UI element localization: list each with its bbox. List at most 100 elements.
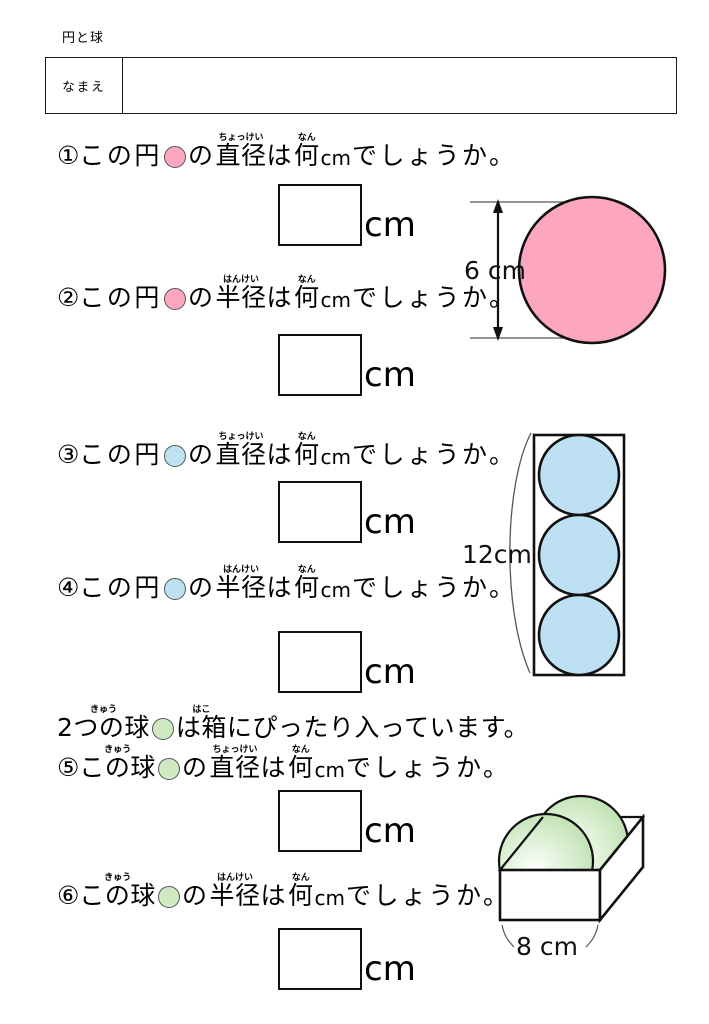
question-3-term-text: 直径 [215, 440, 267, 469]
answer-2-unit: cm [364, 355, 416, 395]
answer-5-unit: cm [364, 811, 416, 851]
question-5-what-ruby: なん [287, 745, 314, 755]
name-label: なまえ [62, 79, 106, 94]
question-6-what: 何なん [287, 873, 314, 910]
answer-2[interactable]: cm [278, 334, 416, 396]
statement-tail: にぴったり入っています。 [226, 713, 530, 742]
box-side-face [598, 813, 645, 924]
question-2-particle: の [187, 283, 216, 312]
question-1-what-ruby: なん [293, 133, 320, 143]
question-4-what-ruby: なん [293, 565, 320, 575]
green-box-dimension-label: 8 cm [516, 932, 578, 961]
question-6-unit: cm [314, 886, 345, 910]
question-1-number: ① [57, 141, 80, 170]
answer-4[interactable]: cm [278, 631, 416, 693]
blue-circle-icon [163, 578, 186, 600]
question-5-particle: の [181, 753, 210, 782]
question-1-suffix: でしょうか。 [351, 141, 517, 170]
question-1-what-text: 何 [293, 141, 320, 170]
pink-circle-dimension-label: 6 cm [464, 256, 526, 285]
question-4-what: 何なん [293, 565, 320, 601]
statement-mid-ruby: はこ [175, 705, 227, 715]
statement-lead: 2つの球きゅう [57, 705, 150, 741]
question-3-number: ③ [57, 440, 80, 469]
question-5-suffix: でしょうか。 [345, 753, 511, 782]
answer-4-box[interactable] [278, 631, 362, 693]
question-3-what-text: 何 [293, 440, 320, 469]
question-6-number: ⑥ [57, 881, 80, 910]
green-circle-icon [157, 758, 180, 780]
answer-6-box[interactable] [278, 928, 362, 990]
question-6-prefix: この球きゅう [79, 873, 156, 910]
question-4-suffix: でしょうか。 [351, 573, 517, 602]
answer-1[interactable]: cm [278, 184, 416, 246]
question-5-term-text: 直径 [209, 753, 261, 782]
statement-mid-text: は箱 [175, 713, 227, 742]
pink-circle-icon [163, 288, 186, 310]
question-3-what: 何なん [293, 432, 320, 469]
answer-3-box[interactable] [278, 481, 362, 543]
question-4-unit: cm [320, 578, 351, 602]
question-2-what: 何なん [293, 275, 320, 311]
question-6-what-ruby: なん [287, 873, 314, 883]
question-5-number: ⑤ [57, 753, 80, 782]
question-4-term-ruby: はんけい [215, 565, 267, 575]
question-6-mid: は [260, 881, 288, 910]
question-5-what-text: 何 [287, 753, 314, 782]
figure-blue-circle-stack: 12cm [458, 425, 688, 680]
answer-6[interactable]: cm [278, 928, 416, 990]
statement-text: 2つの球きゅう は箱はこ にぴったり入っています。 [57, 705, 529, 740]
arrow-head-down [493, 327, 503, 341]
answer-4-unit: cm [364, 652, 416, 692]
question-6-text: ⑥ この球きゅう の 半径はんけい は 何なん cm でしょうか。 [57, 873, 511, 908]
question-1-text: ① この円 の 直径ちょっけい は 何なん cm でしょうか。 [57, 133, 517, 168]
answer-1-unit: cm [364, 205, 416, 245]
pink-circle-shape [517, 195, 667, 345]
question-5-prefix: この球きゅう [79, 745, 156, 781]
question-2-term-ruby: はんけい [215, 275, 267, 285]
question-6-what-text: 何 [287, 881, 314, 910]
box-front-face [498, 868, 602, 922]
answer-5-box[interactable] [278, 790, 362, 852]
answer-1-box[interactable] [278, 184, 362, 246]
statement-lead-ruby: きゅう [57, 705, 150, 715]
question-1-what: 何なん [293, 133, 320, 170]
question-6-suffix: でしょうか。 [345, 881, 511, 910]
question-2-suffix: でしょうか。 [351, 283, 517, 312]
arrow-head-up [493, 199, 503, 213]
answer-5[interactable]: cm [278, 790, 416, 852]
statement-mid: は箱はこ [175, 705, 227, 742]
question-6-term-text: 半径 [209, 881, 261, 910]
question-3-prefix: この円 [79, 440, 162, 469]
brace-curve [509, 432, 532, 674]
question-2-mid: は [266, 283, 294, 312]
question-2-term-text: 半径 [215, 283, 267, 312]
blue-circle-icon [163, 445, 186, 467]
question-5-term: 直径ちょっけい [209, 745, 261, 782]
question-5-what: 何なん [287, 745, 314, 782]
answer-3[interactable]: cm [278, 481, 416, 543]
question-1-particle: の [187, 141, 216, 170]
question-6-prefix-text: この球 [79, 881, 156, 910]
question-2-number: ② [57, 283, 80, 312]
question-3-text: ③ この円 の 直径ちょっけい は 何なん cm でしょうか。 [57, 432, 517, 467]
figure-green-spheres-box: 8 cm [468, 775, 683, 961]
question-4-number: ④ [57, 573, 80, 602]
question-6-particle: の [181, 881, 210, 910]
blue-circle-shape [537, 513, 621, 597]
blue-circle-shape [537, 593, 621, 677]
question-4-mid: は [266, 573, 294, 602]
question-3-suffix: でしょうか。 [351, 440, 517, 469]
question-1-term-text: 直径 [215, 141, 267, 170]
question-2-what-ruby: なん [293, 275, 320, 285]
question-3-mid: は [266, 440, 294, 469]
name-label-cell: なまえ [46, 58, 123, 113]
answer-3-unit: cm [364, 502, 416, 542]
answer-2-box[interactable] [278, 334, 362, 396]
question-4-text: ④ この円 の 半径はんけい は 何なん cm でしょうか。 [57, 565, 517, 600]
question-6-term: 半径はんけい [209, 873, 261, 910]
name-table: なまえ [45, 57, 677, 114]
name-input-area[interactable] [123, 58, 676, 113]
question-2-term: 半径はんけい [215, 275, 267, 312]
